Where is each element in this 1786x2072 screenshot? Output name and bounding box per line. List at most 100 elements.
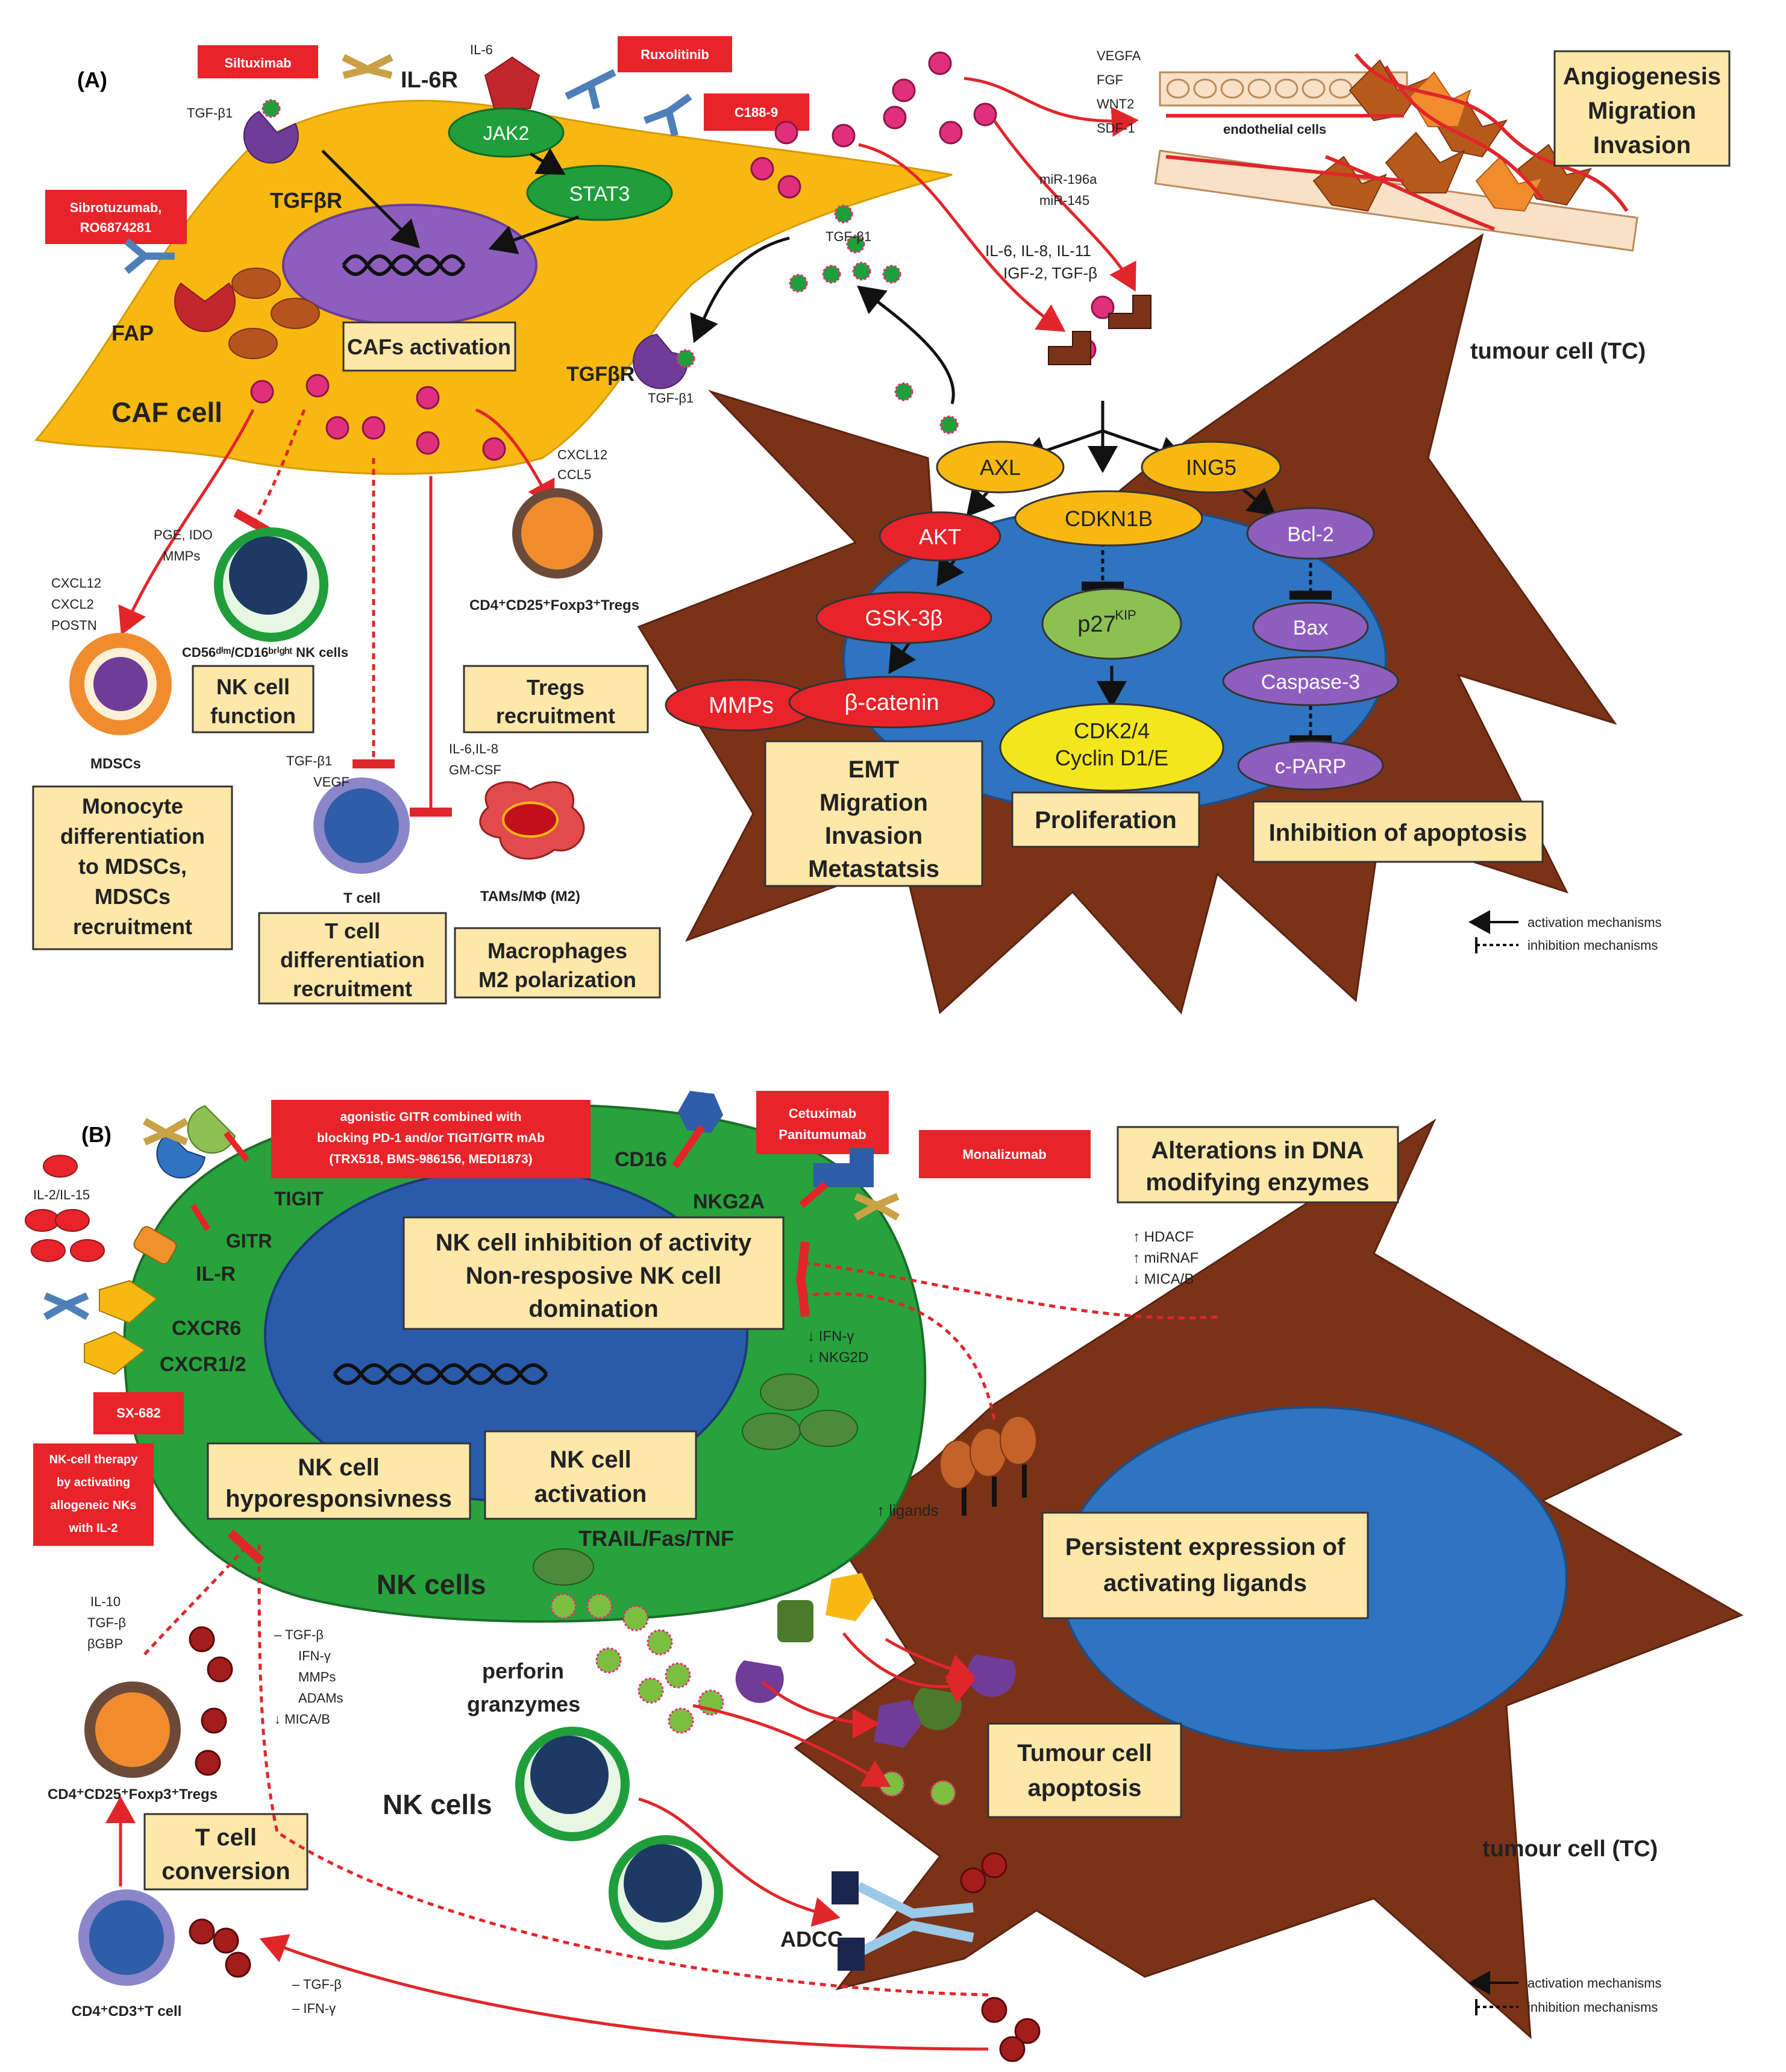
tregs-label: CD4⁺CD25⁺Foxp3⁺Tregs	[469, 597, 639, 614]
suppress-mmps-label: MMPs	[298, 1669, 336, 1684]
factor-wnt2: WNT2	[1097, 96, 1134, 111]
tam-nucleus	[502, 802, 559, 838]
mir196a-label: miR-196a	[1039, 172, 1097, 187]
cafs-activation-box: CAFs activation	[342, 321, 516, 372]
drug-cetuximab: Cetuximab Panitumumab	[756, 1091, 889, 1154]
suppress-tgfb-label: – TGF-β	[274, 1627, 324, 1642]
stat3-label: STAT3	[569, 183, 630, 206]
cxcl12-label: CXCL12	[557, 447, 607, 462]
svg-text:with IL-2: with IL-2	[68, 1522, 118, 1535]
nk-small-nucleus-2	[624, 1844, 702, 1923]
ing5-label: ING5	[1186, 455, 1236, 480]
dna-helix-b	[333, 1363, 548, 1385]
drug-sx682: SX-682	[93, 1392, 184, 1434]
svg-text:Invasion: Invasion	[1593, 132, 1691, 159]
treg-nucleus	[521, 497, 594, 570]
svg-text:NK cell: NK cell	[298, 1454, 380, 1481]
svg-text:Migration: Migration	[819, 790, 928, 816]
activating-ligand-icons	[939, 1416, 1037, 1516]
ifn-down-label: ↓ IFN-γ	[807, 1328, 854, 1345]
bgbp-label: βGBP	[87, 1636, 123, 1651]
svg-text:allogeneic NKs: allogeneic NKs	[50, 1499, 136, 1512]
svg-text:C188-9: C188-9	[735, 105, 778, 120]
endothelial-label: endothelial cells	[1223, 122, 1326, 137]
p27-node	[1041, 588, 1182, 660]
factor-vegfa: VEGFA	[1097, 48, 1141, 63]
svg-text:EMT: EMT	[848, 756, 899, 783]
bax-label: Bax	[1293, 617, 1329, 639]
antibody-icon	[124, 69, 692, 274]
drug-monalizumab: Monalizumab	[919, 1130, 1091, 1178]
fap-label: FAP	[111, 321, 154, 345]
svg-text:Metastatsis: Metastatsis	[808, 856, 939, 882]
tumour-receptor-icons	[1048, 295, 1152, 365]
nk-function-box: NK cell function	[192, 665, 315, 733]
pge-label: PGE, IDO	[154, 527, 213, 542]
svg-text:recruitment: recruitment	[73, 914, 192, 939]
inhibitory-cytokine-dots	[189, 1626, 1041, 2062]
caf-organelles	[228, 268, 320, 359]
nk-activation-box: NK cell activation	[484, 1430, 697, 1520]
cdk-node	[999, 703, 1224, 792]
perforin-label: perforin	[482, 1659, 564, 1683]
svg-text:Siltuximab: Siltuximab	[224, 55, 291, 71]
svg-text:Migration: Migration	[1588, 98, 1696, 124]
panel-a-label: (A)	[77, 67, 107, 92]
svg-text:activating ligands: activating ligands	[1103, 1570, 1307, 1596]
tgfbr-receptor-icon	[633, 333, 689, 389]
t-cell-conversion-box: T cell conversion	[143, 1813, 309, 1891]
mdsc-label: MDSCs	[90, 756, 141, 772]
nk-cell-nucleus	[229, 536, 307, 615]
angiogenesis-box: Angiogenesis Migration Invasion	[1553, 50, 1731, 167]
adcc-label: ADCC	[780, 1927, 843, 1951]
tgfb1-tumour-label: TGF-β1	[826, 229, 871, 244]
mmps-label-a: MMPs	[163, 548, 200, 564]
svg-text:inhibition mechanisms: inhibition mechanisms	[1528, 938, 1658, 953]
svg-text:Sibrotuzumab,: Sibrotuzumab,	[70, 200, 162, 215]
nk-cells-label-b: NK cells	[377, 1569, 486, 1600]
svg-text:Tumour cell: Tumour cell	[1017, 1740, 1152, 1766]
svg-text:T cell: T cell	[325, 918, 380, 943]
svg-text:Monocyte: Monocyte	[82, 794, 183, 818]
tgfbr-receptor-icon	[243, 110, 299, 164]
svg-text:hyporesponsivness: hyporesponsivness	[225, 1486, 452, 1512]
tumour-cell-label-b: tumour cell (TC)	[1482, 1836, 1658, 1862]
svg-text:Ruxolitinib: Ruxolitinib	[641, 47, 709, 62]
svg-text:activation: activation	[534, 1481, 647, 1507]
granzymes-label: granzymes	[467, 1692, 580, 1716]
mdsc-nucleus	[93, 657, 148, 711]
drug-sibrotuzumab: Sibrotuzumab, RO6874281	[45, 190, 187, 244]
svg-text:function: function	[210, 703, 296, 728]
cyclin-label: Cyclin D1/E	[1055, 746, 1168, 770]
gsk3b-node	[815, 591, 992, 644]
svg-text:M2 polarization: M2 polarization	[478, 967, 636, 992]
tgfbr-label: TGFβR	[270, 188, 342, 213]
svg-text:apoptosis: apoptosis	[1028, 1775, 1142, 1801]
svg-text:RO6874281: RO6874281	[80, 220, 152, 235]
tregs-label-b: CD4⁺CD25⁺Foxp3⁺Tregs	[48, 1786, 218, 1803]
svg-text:Non-resposive NK cell: Non-resposive NK cell	[466, 1263, 722, 1289]
mdsc-box: Monocyte differentiation to MDSCs, MDSCs…	[32, 785, 233, 950]
antibody-icon	[342, 54, 393, 79]
svg-text:differentiation: differentiation	[280, 947, 425, 972]
svg-text:activation mechanisms: activation mechanisms	[1528, 915, 1662, 930]
gitr-label: GITR	[226, 1230, 272, 1252]
cxcl2-label: CXCL2	[51, 597, 94, 612]
jak2-label: JAK2	[483, 122, 529, 144]
ligands-label: ↑ ligands	[877, 1501, 939, 1519]
cdkn1b-node	[1014, 490, 1203, 547]
il6-label: IL-6	[470, 42, 493, 57]
antibody-icon	[43, 1292, 89, 1320]
cparp-label: c-PARP	[1275, 755, 1346, 778]
mir145-label: miR-145	[1039, 193, 1089, 208]
axl-node	[936, 441, 1065, 494]
jak2-node	[448, 107, 565, 158]
antibody-icon	[143, 1117, 900, 1221]
svg-text:Angiogenesis: Angiogenesis	[1563, 63, 1721, 90]
hyporesponsiveness-box: NK cell hyporesponsivness	[207, 1442, 471, 1520]
tgfbr-right-label: TGFβR	[566, 363, 634, 386]
tgfb1-vegf-label: TGF-β1	[286, 753, 332, 768]
svg-text:Proliferation: Proliferation	[1035, 807, 1177, 834]
cd4-t-cell-nucleus	[89, 1900, 164, 1975]
svg-text:T cell: T cell	[195, 1824, 257, 1851]
